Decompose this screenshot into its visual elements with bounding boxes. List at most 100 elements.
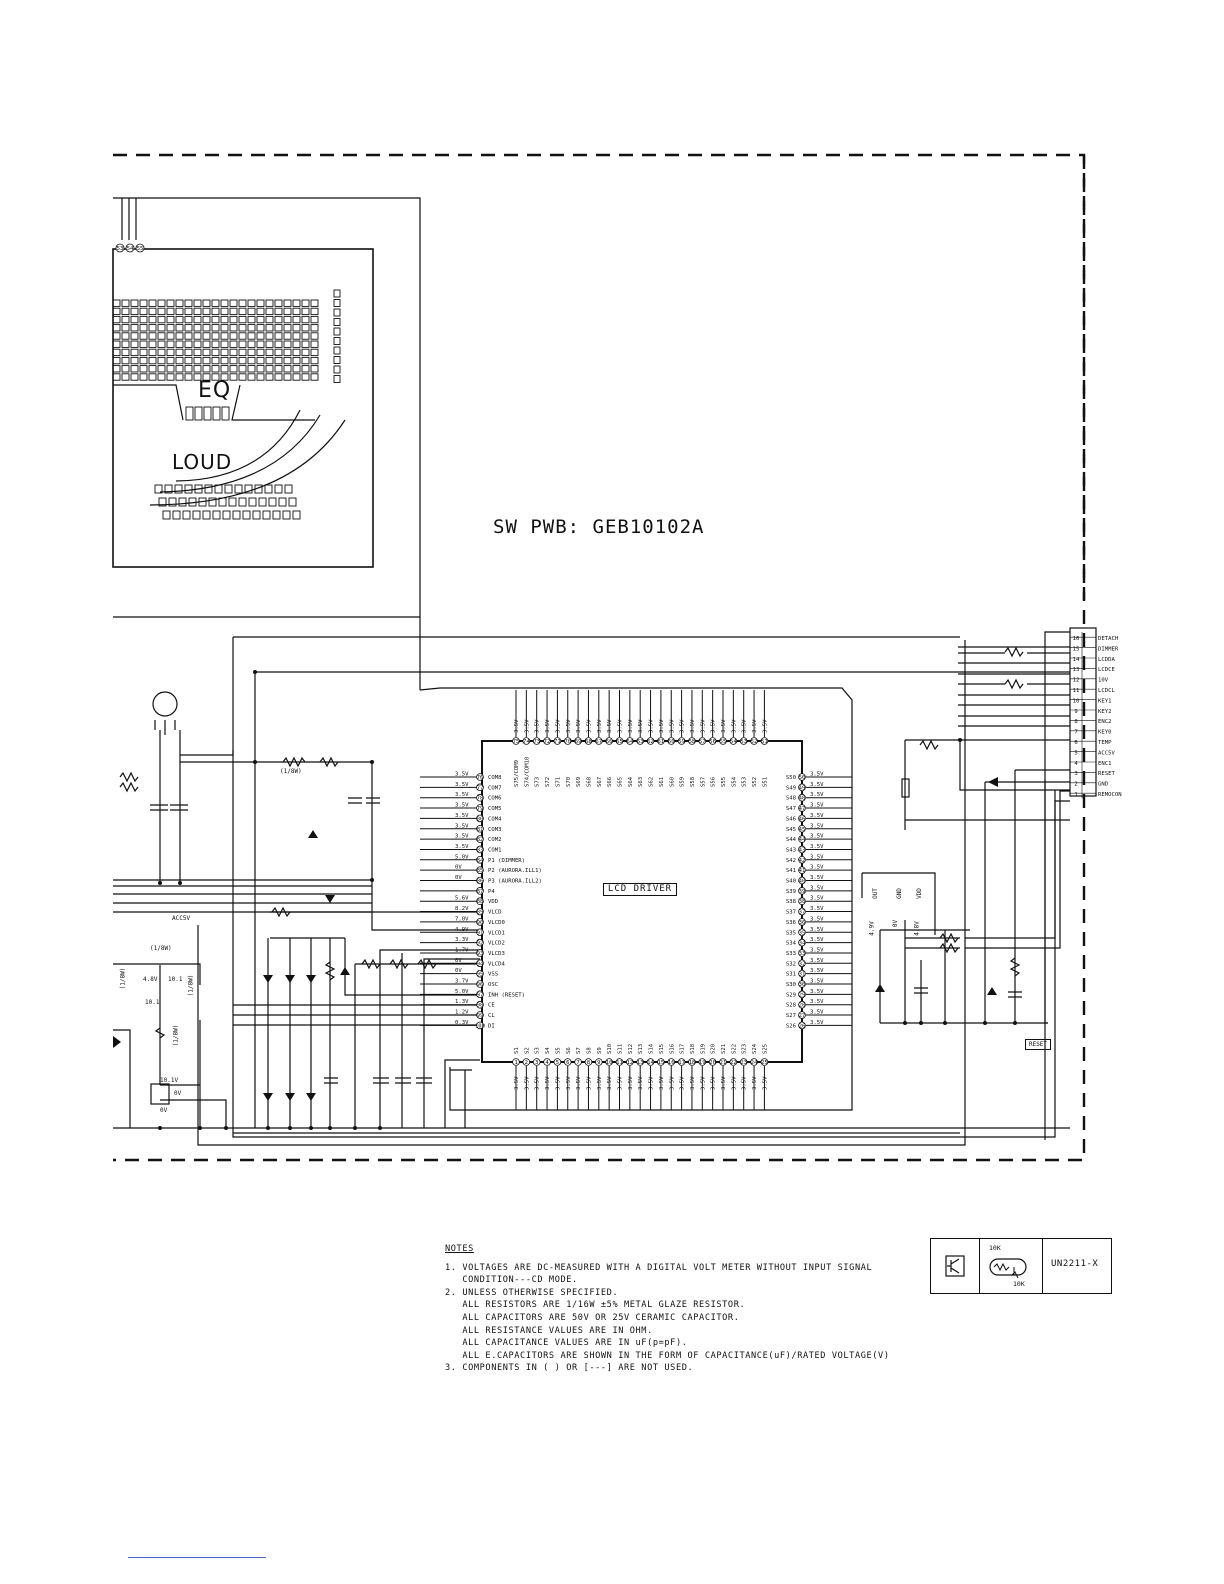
lcd-dot-cell <box>139 373 148 381</box>
ic-pin-name: OSC <box>488 982 498 988</box>
lcd-dot-cell <box>292 307 301 316</box>
ic-pin-circle <box>476 814 484 823</box>
ic-pin-circle <box>563 1058 572 1066</box>
lcd-level-cell <box>198 497 207 507</box>
lcd-dot-cell <box>229 365 238 373</box>
voltage-label: 10.1 <box>145 999 160 1006</box>
lcd-dot-cell <box>148 332 157 340</box>
ic-pin-number: 80 <box>477 816 484 822</box>
ic-pin-voltage: 3.5V <box>700 719 706 733</box>
lcd-dot-cell <box>139 340 148 348</box>
ic-pin-voltage: 3.5V <box>721 1076 727 1090</box>
ic-pin-name: P4 <box>488 889 495 895</box>
ic-pin-circle <box>476 783 484 792</box>
ic-pin-voltage: 3.5V <box>762 719 768 733</box>
ic-pin-number: 41 <box>799 868 806 874</box>
lcd-level-cell <box>242 510 251 520</box>
ic-pin-circle <box>739 737 748 745</box>
lcd-dot-cell <box>238 299 247 307</box>
lcd-dot-cell <box>193 315 202 324</box>
ic-pin-voltage: 3.5V <box>810 875 824 881</box>
lcd-level-cell <box>274 484 283 494</box>
ic-pin-name: COM6 <box>488 796 501 802</box>
ic-pin-number: 83 <box>477 847 484 853</box>
lcd-dot-cell <box>211 307 220 316</box>
ic-pin-number: 46 <box>799 816 806 822</box>
ic-pin-name: S6 <box>566 1047 572 1054</box>
lcd-level-cell <box>258 497 267 507</box>
ic-pin-name: S56 <box>711 777 717 787</box>
ic-pin-circle <box>476 855 484 864</box>
lcd-level-cell <box>202 510 211 520</box>
ic-pin-circle <box>584 737 593 745</box>
ic-pin-number: 43 <box>799 847 806 853</box>
ic-pin-name: COM2 <box>488 837 501 843</box>
ic-pin-voltage: 3.5V <box>810 937 824 943</box>
lcd-dot-cell <box>229 299 238 307</box>
lcd-level-cell <box>222 510 231 520</box>
reset-switch-label: RESET <box>1025 1039 1051 1050</box>
connector-pin-number: 5 <box>1074 750 1077 756</box>
ic-pin-circle <box>615 1058 624 1066</box>
ic-pin-circle <box>798 855 806 864</box>
lcd-dot-cell <box>112 307 121 316</box>
ic-pin-name: DI <box>488 1023 495 1029</box>
lcd-dot-cell <box>157 307 166 316</box>
ic-pin-circle <box>476 824 484 833</box>
voltage-label: 4.8V <box>913 921 921 936</box>
lcd-dot-cell <box>193 356 202 365</box>
regulator-body <box>861 872 936 935</box>
ic-pin-voltage: 0V <box>455 865 462 871</box>
lcd-dot-cell <box>238 340 247 348</box>
ic-pin-name: S7 <box>576 1047 582 1054</box>
ic-pin-circle <box>476 938 484 947</box>
lcd-dot-cell <box>202 356 211 365</box>
ic-pin-name: S14 <box>649 1043 655 1054</box>
ic-pin-name: S67 <box>597 777 603 787</box>
lcd-dot-cell <box>238 348 247 357</box>
lcd-level-cell <box>172 510 181 520</box>
lcd-dot-cell <box>247 307 256 316</box>
ic-pin-circle <box>626 1058 634 1066</box>
ic-pin-name: INH (RESET) <box>488 992 525 998</box>
ic-pin-circle <box>574 1058 582 1066</box>
lcd-level-cell <box>234 484 243 494</box>
lcd-dot-cell <box>112 299 121 307</box>
ic-pin-circle <box>476 928 484 937</box>
fpc-pin-circle <box>115 243 125 253</box>
ic-pin-voltage: 3.5V <box>597 1076 603 1090</box>
notes-line: ALL RESISTANCE VALUES ARE IN OHM. <box>445 1325 653 1336</box>
lcd-dot-cell <box>301 356 310 365</box>
ic-pin-voltage: 3.5V <box>628 719 634 733</box>
ic-pin-number: 35 <box>799 930 806 936</box>
ic-pin-number: 93 <box>477 951 484 957</box>
ic-pin-number: 39 <box>799 889 806 895</box>
lcd-dot-cell <box>175 356 184 365</box>
ic-pin-voltage: 1.7V <box>455 947 469 953</box>
lcd-level-cell <box>262 510 271 520</box>
lcd-dot-cell <box>175 373 184 381</box>
ic-pin-circle <box>798 804 806 812</box>
lcd-dot-cell <box>184 324 193 332</box>
ic-pin-voltage: 3.5V <box>810 1010 824 1016</box>
ic-pin-name: P3 (AURORA.ILL2) <box>488 879 542 885</box>
ic-pin-voltage: 3.5V <box>586 719 592 733</box>
lcd-dot-cell <box>157 348 166 357</box>
lcd-dot-cell <box>193 365 202 373</box>
ic-pin-voltage: 3.5V <box>659 1076 665 1090</box>
lcd-dot-cell <box>292 315 301 324</box>
ic-pin-circle <box>798 773 806 781</box>
ic-pin-number: 58 <box>689 739 696 745</box>
ic-pin-voltage: 3.5V <box>555 1076 561 1090</box>
lcd-dot-cell <box>211 373 220 381</box>
lcd-dot-cell <box>166 307 175 316</box>
ic-pin-circle <box>760 1058 769 1066</box>
ic-pin-voltage: 3.3V <box>455 937 469 943</box>
fpc-pin-number: 53 <box>117 246 124 252</box>
lcd-indicator-cell <box>333 375 341 383</box>
fpc-pin-circle <box>135 243 145 253</box>
ic-pin-circle <box>798 959 806 968</box>
connector-pin-number: 12 <box>1073 678 1080 684</box>
ic-pin-circle <box>532 1058 541 1066</box>
lcd-dot-cell <box>157 332 166 340</box>
